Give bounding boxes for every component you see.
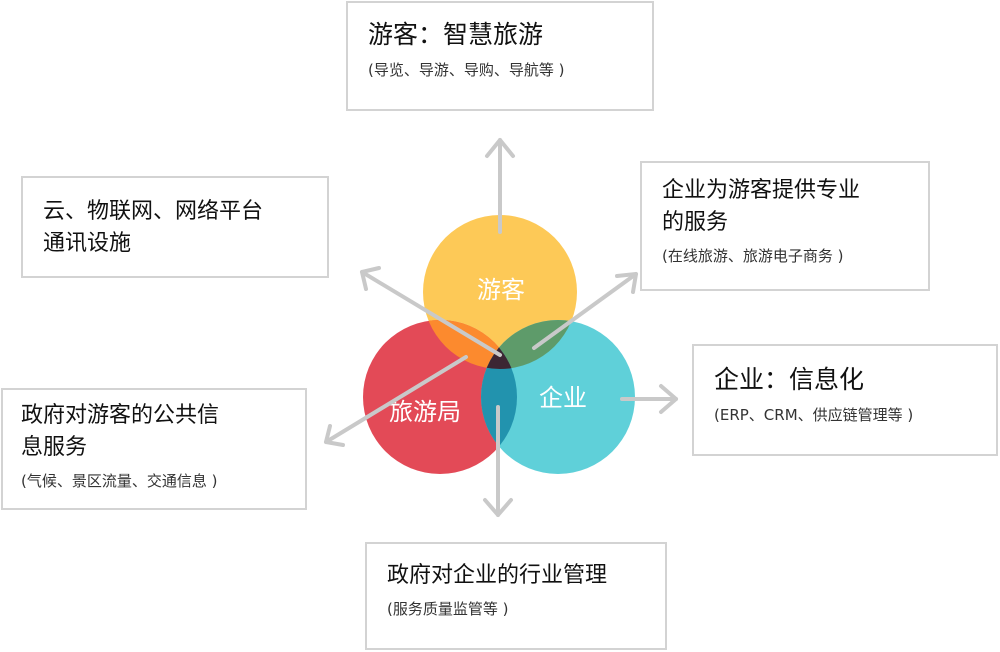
box-top-sub: (导览、导游、导购、导航等 )	[368, 61, 565, 79]
box-enterprise-informatization: 企业：信息化 (ERP、CRM、供应链管理等 )	[692, 344, 998, 456]
arrow-upper-left	[360, 266, 502, 357]
box-upper-left-line2: 通讯设施	[43, 231, 132, 256]
box-upper-right-line2: 的服务	[662, 210, 729, 235]
box-industry-management: 政府对企业的行业管理 (服务质量监管等 )	[365, 542, 667, 650]
arrow-down	[483, 405, 513, 517]
box-top-title: 游客：智慧旅游	[368, 20, 544, 49]
tourist-label: 游客	[477, 276, 525, 304]
enterprise-label: 企业	[539, 384, 587, 412]
box-tourist-smart-tourism: 游客：智慧旅游 (导览、导游、导购、导航等 )	[346, 1, 654, 111]
tourist-enterprise-overlap	[481, 320, 577, 369]
box-left-line2: 息服务	[21, 435, 88, 460]
box-left-sub: (气候、景区流量、交通信息 )	[21, 472, 218, 490]
arrow-upper-right	[532, 272, 638, 350]
box-upper-right-line1: 企业为游客提供专业	[662, 178, 861, 203]
tourist-bureau-overlap	[423, 320, 517, 369]
box-right-sub: (ERP、CRM、供应链管理等 )	[714, 406, 914, 424]
box-right-title: 企业：信息化	[714, 365, 865, 394]
box-left-line1: 政府对游客的公共信	[21, 403, 220, 428]
box-government-public-services: 政府对游客的公共信 息服务 (气候、景区流量、交通信息 )	[1, 388, 307, 510]
arrow-up	[485, 138, 515, 234]
box-enterprise-services: 企业为游客提供专业 的服务 (在线旅游、旅游电子商务 )	[640, 161, 930, 291]
arrow-lower-left	[324, 355, 468, 447]
box-infrastructure: 云、物联网、网络平台 通讯设施	[21, 176, 329, 278]
arrow-right	[620, 384, 678, 414]
box-upper-right-sub: (在线旅游、旅游电子商务 )	[662, 247, 844, 265]
box-upper-left-line1: 云、物联网、网络平台	[43, 199, 264, 224]
bureau-label: 旅游局	[389, 398, 461, 426]
box-bottom-title: 政府对企业的行业管理	[387, 563, 608, 588]
box-bottom-sub: (服务质量监管等 )	[387, 600, 509, 618]
